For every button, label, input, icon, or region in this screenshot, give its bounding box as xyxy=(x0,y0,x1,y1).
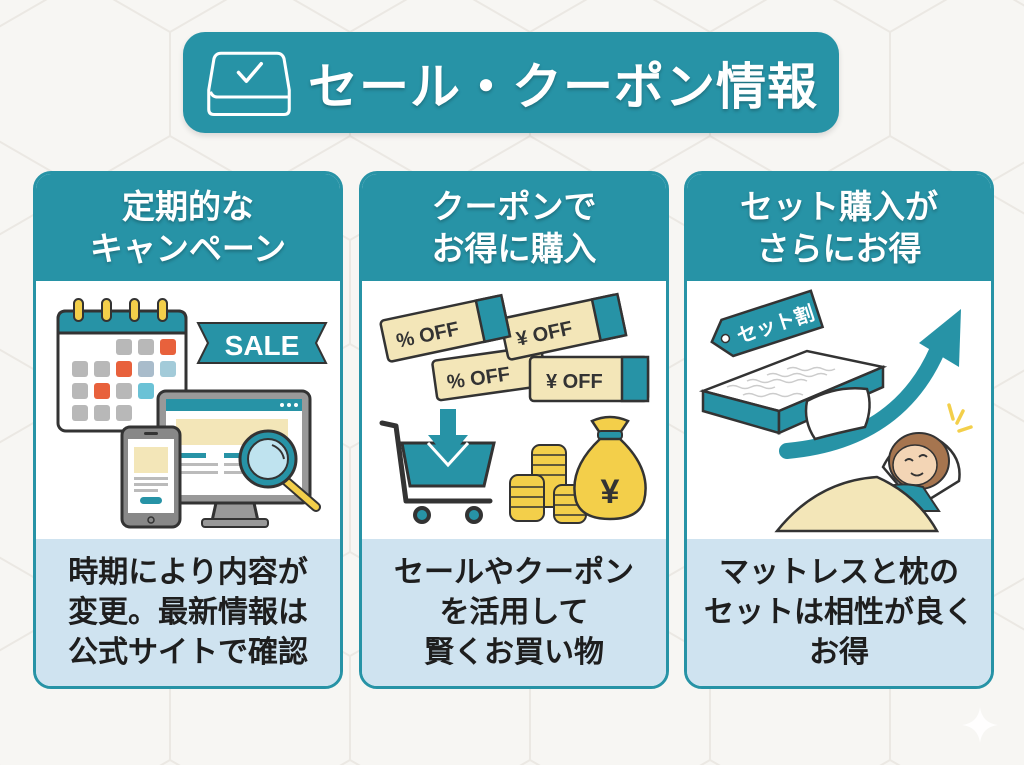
card-title-line: お得に購入 xyxy=(431,228,597,268)
card-header: 定期的な キャンペーン xyxy=(36,174,340,281)
sleeping-woman-icon xyxy=(774,403,973,533)
card-title-line: クーポンで xyxy=(431,186,597,226)
card-description: 時期により内容が 変更。最新情報は 公式サイトで確認 xyxy=(36,539,340,686)
sale-label: SALE xyxy=(225,330,300,361)
card-title-line: キャンペーン xyxy=(89,228,287,268)
card-description: マットレスと枕の セットは相性が良く お得 xyxy=(687,539,991,686)
card-header: セット購入が さらにお得 xyxy=(687,174,991,281)
card-description: セールやクーポン を活用して 賢くお買い物 xyxy=(362,539,666,686)
coupon-ticket-icon: % OFF ¥ OFF % OFF xyxy=(379,292,650,403)
card-description-line: を活用して xyxy=(439,594,589,630)
sparkle-icon xyxy=(962,707,998,743)
calendar-icon xyxy=(56,298,188,433)
mattress-check-icon xyxy=(207,51,291,116)
pillow-icon xyxy=(804,387,871,441)
mattress-icon xyxy=(698,349,888,435)
money-bag-symbol: ¥ xyxy=(601,473,620,511)
card-coupon-purchase: クーポンで お得に購入 % OFF ¥ OFF xyxy=(359,171,669,689)
card-description-line: 公式サイトで確認 xyxy=(68,634,308,670)
smartphone-icon xyxy=(120,425,182,529)
card-illustration: セット割 xyxy=(687,281,991,539)
card-description-line: 時期により内容が xyxy=(68,554,308,590)
up-arrow-icon xyxy=(779,309,961,459)
page-title-banner: セール・クーポン情報 xyxy=(183,32,839,133)
magnifier-icon xyxy=(238,429,321,512)
money-bag-icon: ¥ xyxy=(573,415,647,521)
card-title-line: セット購入が xyxy=(740,186,938,226)
shopping-cart-icon xyxy=(379,409,496,524)
page-title: セール・クーポン情報 xyxy=(308,57,818,116)
sale-banner-icon: SALE xyxy=(196,322,328,364)
card-description-line: お得 xyxy=(809,634,869,670)
card-illustration: % OFF ¥ OFF % OFF xyxy=(362,281,666,539)
card-set-purchase: セット購入が さらにお得 xyxy=(684,171,994,689)
card-title-line: さらにお得 xyxy=(756,228,922,268)
coin-stack-icon xyxy=(509,444,587,524)
card-description-line: セールやクーポン xyxy=(394,554,634,590)
card-description-line: セットは相性が良く xyxy=(704,594,974,630)
card-description-line: マットレスと枕の xyxy=(719,554,959,590)
card-illustration: SALE xyxy=(36,281,340,539)
card-description-line: 変更。最新情報は xyxy=(68,594,308,630)
card-periodic-campaign: 定期的な キャンペーン xyxy=(33,171,343,689)
card-title-line: 定期的な xyxy=(121,186,254,226)
card-header: クーポンで お得に購入 xyxy=(362,174,666,281)
coupon-label: ¥ OFF xyxy=(546,371,603,393)
card-description-line: 賢くお買い物 xyxy=(424,634,604,670)
